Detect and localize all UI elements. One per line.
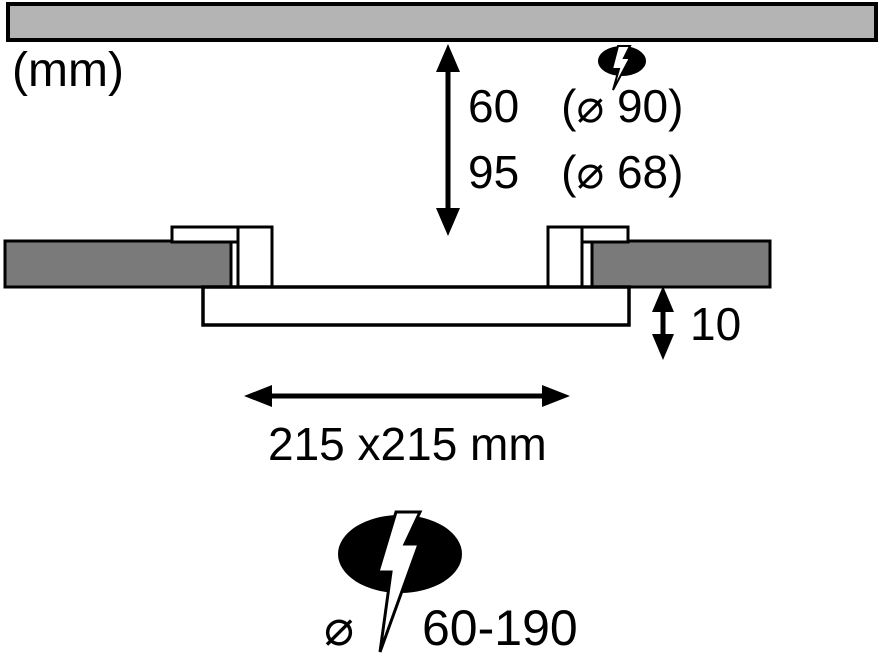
depth-row-2: 95 (⌀ 68) [468, 146, 684, 198]
driver-icon [338, 510, 462, 653]
cutout-size-label: 215 x215 mm [268, 418, 547, 470]
mount-clip-left-flange [170, 225, 248, 244]
driver-diameter-symbol: ⌀ [324, 600, 355, 656]
ceiling-slab [6, 2, 878, 42]
arrow-left-icon [244, 385, 272, 407]
frame-height-arrow [652, 286, 674, 360]
arrow-down-icon [436, 208, 460, 236]
driver-diameter-range: 60-190 [422, 600, 578, 656]
lightning-bolt-icon [610, 45, 632, 91]
mount-clip-left [170, 225, 274, 291]
unit-label: (mm) [12, 44, 124, 97]
depth-row-1: 60 (⌀ 90) [468, 80, 684, 132]
depth-note: (⌀ 90) [561, 80, 684, 132]
mount-clip-right-body [546, 225, 584, 291]
arrow-down-icon [652, 334, 674, 360]
mount-clip-right [546, 225, 630, 291]
depth-note: (⌀ 68) [561, 146, 684, 198]
arrow-right-icon [542, 385, 570, 407]
cutout-width-arrow [244, 385, 570, 407]
mount-clip-left-body [236, 225, 274, 291]
arrow-up-icon [652, 286, 674, 312]
recess-depth-arrow [436, 44, 460, 236]
ceiling-section-right [590, 239, 772, 289]
lightning-bolt-icon [375, 510, 423, 653]
depth-value: 95 [468, 146, 520, 198]
panel-frame [201, 285, 631, 327]
frame-height-label: 10 [690, 298, 742, 350]
arrow-up-icon [436, 44, 460, 72]
ceiling-section-left [3, 239, 233, 289]
depth-value: 60 [468, 80, 520, 132]
transformer-icon [598, 45, 646, 91]
